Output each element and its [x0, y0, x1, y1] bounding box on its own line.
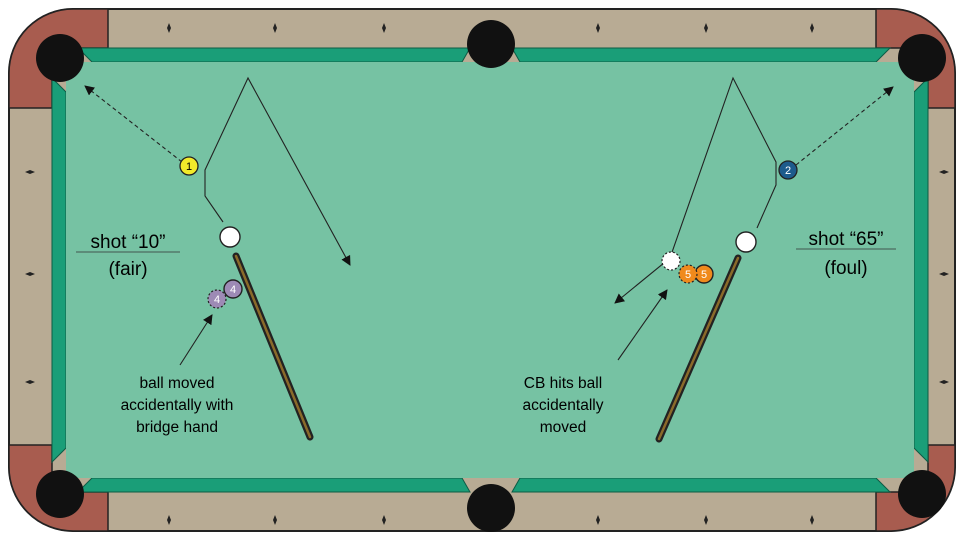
ball-2-number: 2 — [785, 165, 791, 177]
pocket-top-side — [467, 20, 515, 68]
cue-ball-left — [220, 227, 240, 247]
pocket-bottom-side — [467, 484, 515, 532]
right-shot-verdict: (foul) — [824, 258, 867, 279]
ball-4-number: 4 — [230, 284, 236, 296]
right-shot-title: shot “65” — [809, 229, 884, 250]
left-note-line: ball moved — [140, 375, 215, 392]
pocket-bottom-right — [898, 470, 946, 518]
left-shot-title: shot “10” — [91, 232, 166, 253]
right-note-line: moved — [540, 419, 587, 436]
cushion-bottom-left — [78, 478, 470, 492]
ball-5-number: 5 — [701, 269, 707, 281]
cushion-right — [914, 78, 928, 462]
right-note-line: accidentally — [523, 397, 604, 414]
left-note-line: accidentally with — [121, 397, 234, 414]
left-shot-verdict: (fair) — [108, 259, 147, 280]
cushion-bottom-right — [512, 478, 890, 492]
pocket-bottom-left — [36, 470, 84, 518]
pocket-top-left — [36, 34, 84, 82]
cue-ball-right — [736, 232, 756, 252]
cue-ball-ghost — [662, 252, 680, 270]
cushion-left — [52, 78, 66, 462]
left-note-line: bridge hand — [136, 419, 218, 436]
pocket-top-right — [898, 34, 946, 82]
ball-5-ghost-number: 5 — [685, 269, 691, 281]
cushion-top-right — [512, 48, 890, 62]
table-cloth — [66, 62, 914, 478]
ball-1-number: 1 — [186, 161, 192, 173]
ball-4-ghost-number: 4 — [214, 294, 220, 306]
cushion-top-left — [78, 48, 470, 62]
right-note-line: CB hits ball — [524, 375, 602, 392]
